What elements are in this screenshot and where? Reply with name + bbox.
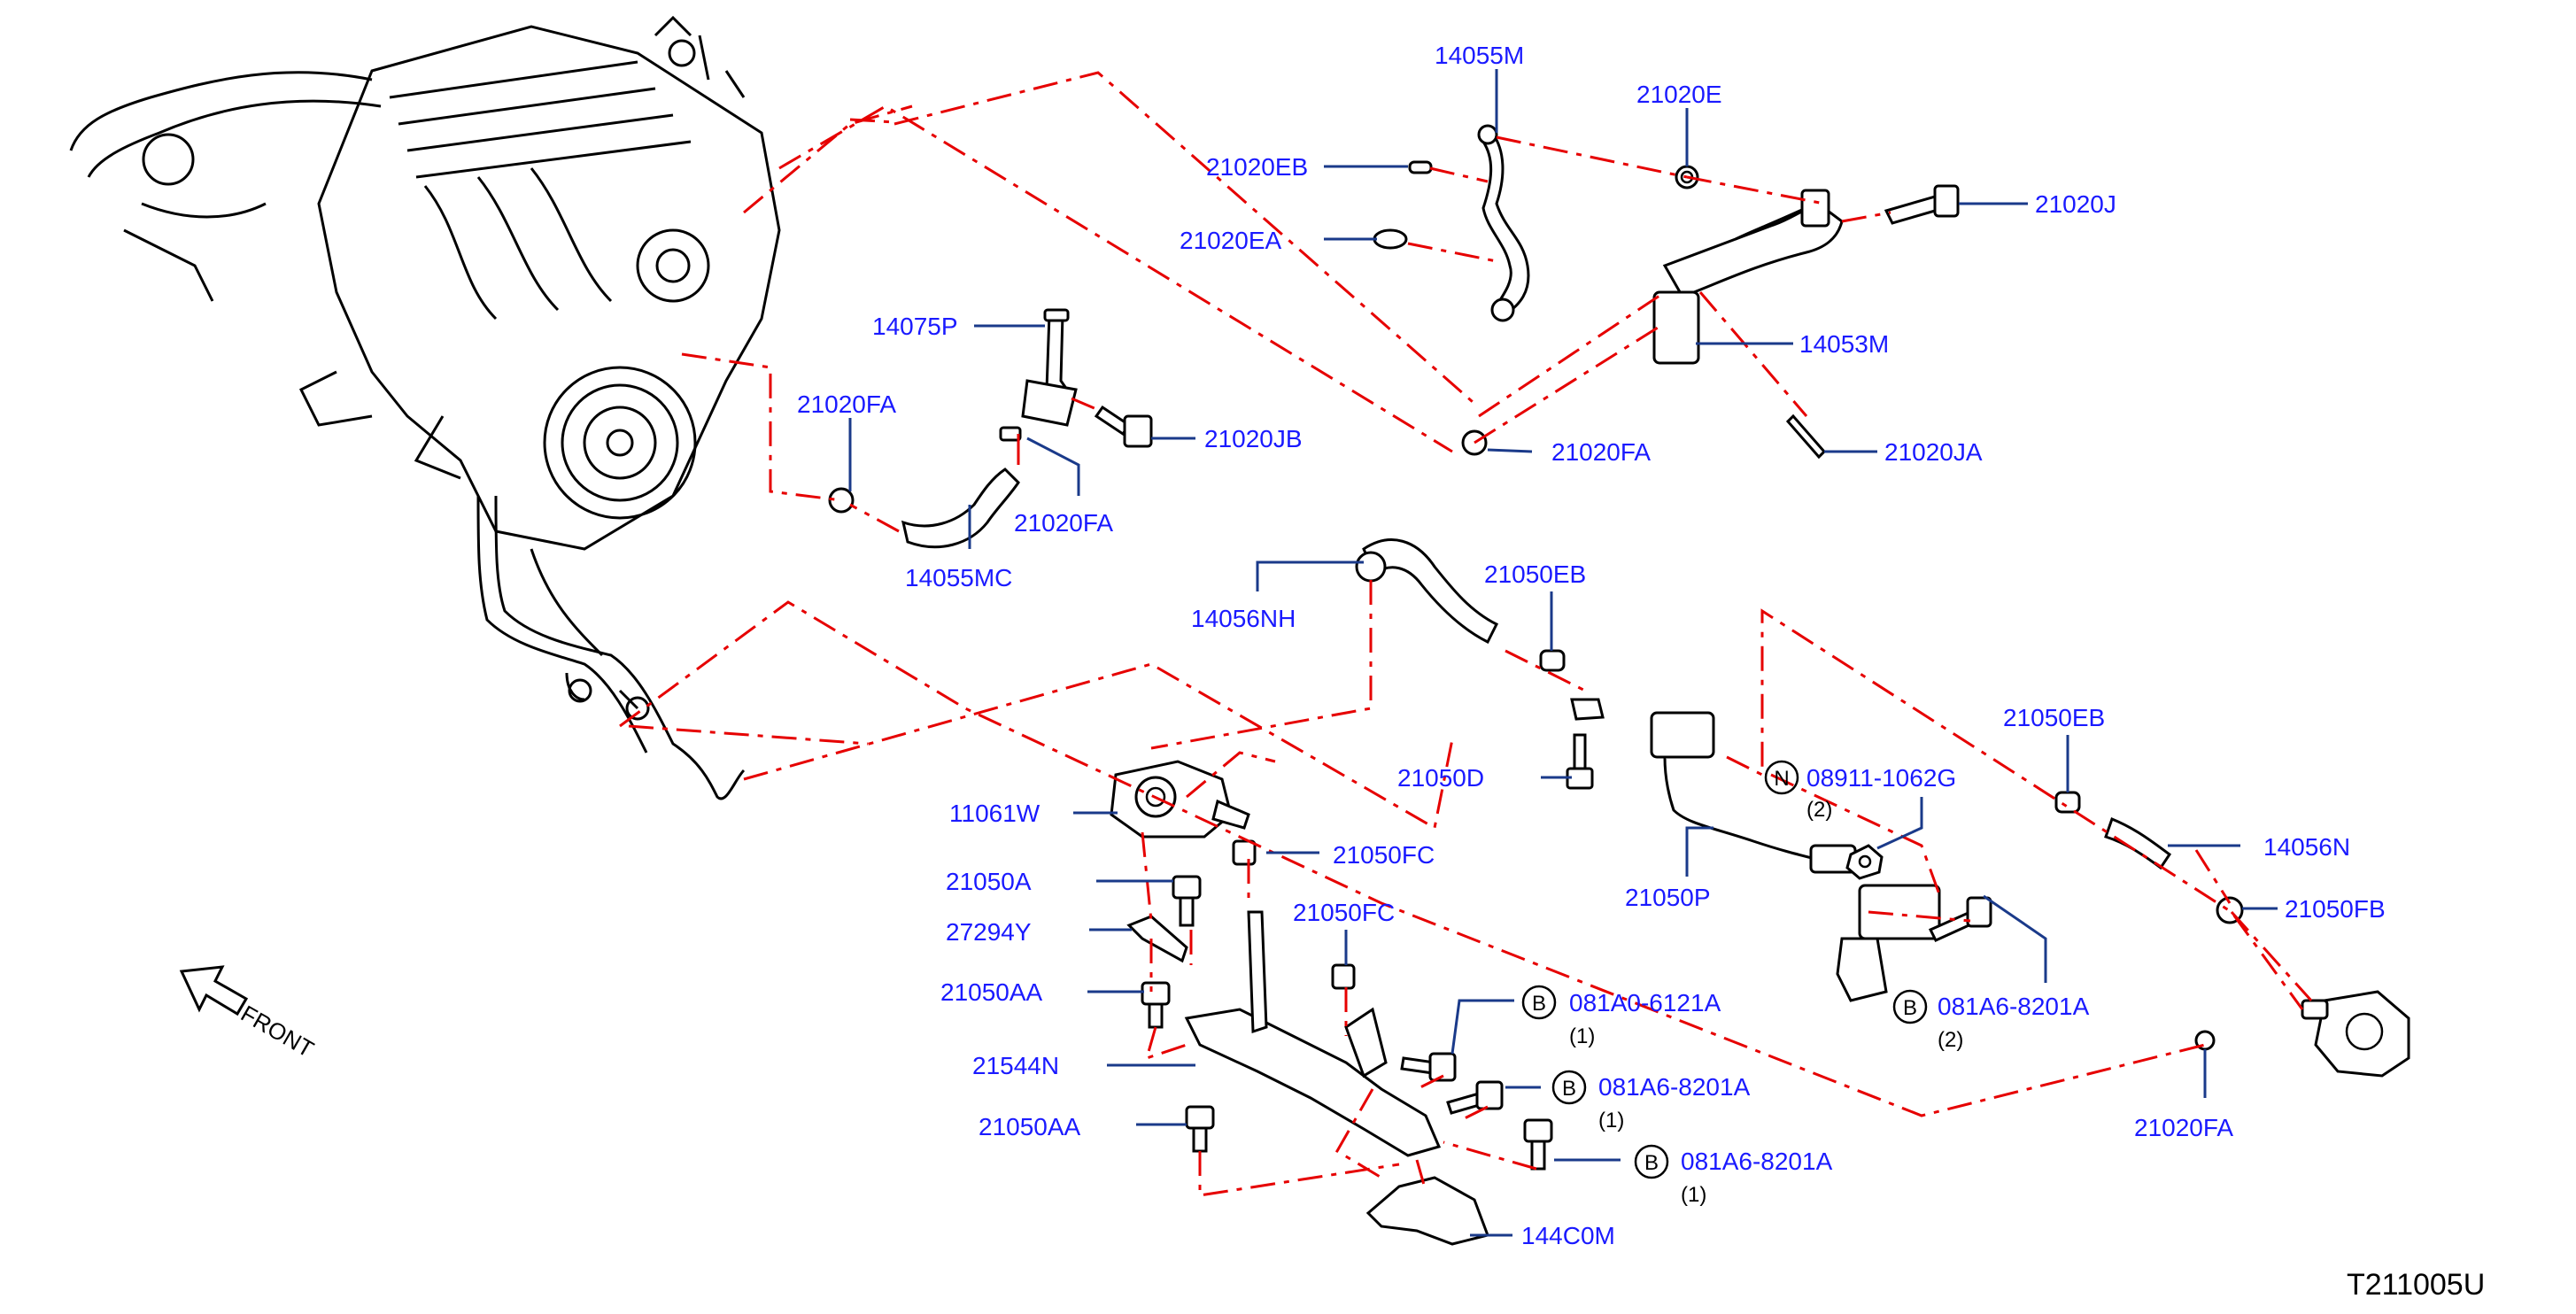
label-21050aa-a: 21050AA [940, 978, 1043, 1006]
label-14053m: 14053M [1799, 330, 1889, 358]
label-21050fc-b: 21050FC [1293, 899, 1395, 926]
b-circle-icon-081a0 [1521, 985, 1557, 1020]
part-labels: 14055M 21020E 21020EB 21020J 21020EA 140… [797, 42, 2386, 1249]
label-14075p: 14075P [872, 313, 958, 340]
label-081a6-8201a-a: 081A6-8201A [1938, 993, 2090, 1020]
front-indicator: FRONT [179, 965, 319, 1063]
qty-08911: (2) [1806, 798, 1832, 822]
bracket-21544n [1184, 910, 1442, 1157]
diagram-code: T211005U [2347, 1268, 2485, 1302]
label-11061w: 11061W [949, 800, 1040, 827]
b-circle-letter-081a6-c: B [1644, 1151, 1659, 1175]
pump-right [2301, 990, 2410, 1078]
label-21050d: 21050D [1397, 764, 1484, 792]
bracket-144c0m [1365, 1176, 1489, 1246]
label-144c0m: 144C0M [1521, 1222, 1615, 1249]
bolt-21050a [1172, 875, 1202, 927]
clamp-21050eb-b [2054, 791, 2081, 814]
bolt-081a6-a [1928, 896, 1992, 942]
b-circle-icon-081a6-a [1892, 989, 1928, 1024]
label-21020fa-a: 21020FA [797, 390, 896, 418]
solenoid-valve [1836, 884, 1941, 1002]
label-27294y: 27294Y [946, 918, 1032, 946]
bolt-081a6-c [1523, 1118, 1553, 1171]
b-circle-icon-081a6-b [1551, 1070, 1587, 1105]
b-circle-letter-081a6-b: B [1562, 1077, 1576, 1101]
qty-081a6-b: (1) [1598, 1109, 1624, 1132]
pipe-14053m [1652, 189, 1844, 365]
label-14055m: 14055M [1435, 42, 1524, 69]
label-21020fa-b: 21020FA [1014, 509, 1113, 537]
front-label: FRONT [236, 1000, 319, 1063]
bolt-21050aa-b [1185, 1105, 1215, 1153]
bolt-081a0 [1400, 1052, 1457, 1082]
label-21050eb-b: 21050EB [2003, 704, 2105, 731]
assembly-lines [619, 71, 2313, 1197]
hose-14056nh [1355, 538, 1499, 645]
label-21020fa-d: 21020FA [2134, 1114, 2233, 1141]
label-21020fa-c: 21020FA [1551, 438, 1651, 466]
label-08911-1062g: 08911-1062G [1806, 764, 1956, 792]
label-21050fc-a: 21050FC [1333, 841, 1435, 869]
label-21020e: 21020E [1636, 81, 1722, 108]
pipe-14075p [1021, 308, 1078, 427]
label-081a6-8201a-b: 081A6-8201A [1598, 1073, 1751, 1101]
front-arrow-icon [179, 965, 249, 1016]
hose-14055mc [901, 426, 1022, 549]
clip-21020eb [1408, 160, 1433, 174]
bracket-27294y [1126, 915, 1188, 963]
clamp-21020ea [1373, 228, 1408, 250]
label-21050p: 21050P [1625, 884, 1711, 911]
leader-lines [848, 69, 2278, 1237]
clip-21050fc-a [1232, 839, 1257, 866]
label-14056n: 14056N [2263, 833, 2350, 861]
label-21020j: 21020J [2035, 190, 2116, 218]
bolt-21050d [1566, 733, 1594, 790]
label-21020ea: 21020EA [1180, 227, 1282, 254]
clamp-21050eb-a [1539, 649, 1566, 672]
label-21020eb: 21020EB [1206, 153, 1308, 181]
label-21050aa-b: 21050AA [979, 1113, 1081, 1140]
label-21050a: 21050A [946, 868, 1032, 895]
qty-081a6-a: (2) [1938, 1028, 1963, 1052]
clamp-21020fa-left [828, 487, 855, 514]
label-14055mc: 14055MC [905, 564, 1012, 591]
hose-14055m [1477, 124, 1530, 322]
b-circle-letter-081a6-a: B [1903, 996, 1917, 1020]
hose-14056n [2104, 817, 2172, 870]
clip-21050fc-b [1331, 963, 1356, 990]
label-21020jb: 21020JB [1204, 425, 1303, 452]
label-21050fb: 21050FB [2285, 895, 2386, 923]
qty-081a6-c: (1) [1681, 1183, 1706, 1207]
engine-assembly [69, 15, 781, 800]
label-21544n: 21544N [972, 1052, 1059, 1079]
bolt-21020j [1884, 184, 1960, 225]
water-pump-11061w [1110, 760, 1250, 839]
valve-21050p [1570, 698, 1857, 874]
nut-08911 [1845, 844, 1884, 880]
bolt-21050aa-a [1141, 981, 1171, 1029]
b-circle-icon-081a6-c [1634, 1144, 1669, 1179]
b-circle-letter-081a0: B [1532, 992, 1546, 1016]
n-circle-icon [1764, 760, 1799, 795]
label-081a6-8201a-c: 081A6-8201A [1681, 1148, 1833, 1175]
label-21020ja: 21020JA [1884, 438, 1983, 466]
qty-081a0: (1) [1569, 1024, 1595, 1048]
label-14056nh: 14056NH [1191, 605, 1296, 632]
n-circle-letter: N [1774, 767, 1789, 791]
bolt-081a6-b [1446, 1080, 1504, 1115]
label-21050eb-a: 21050EB [1484, 560, 1586, 588]
bolt-21020jb [1094, 405, 1153, 448]
bolt-21020ja [1785, 414, 1827, 460]
label-081a0-6121a: 081A0-6121A [1569, 989, 1721, 1016]
